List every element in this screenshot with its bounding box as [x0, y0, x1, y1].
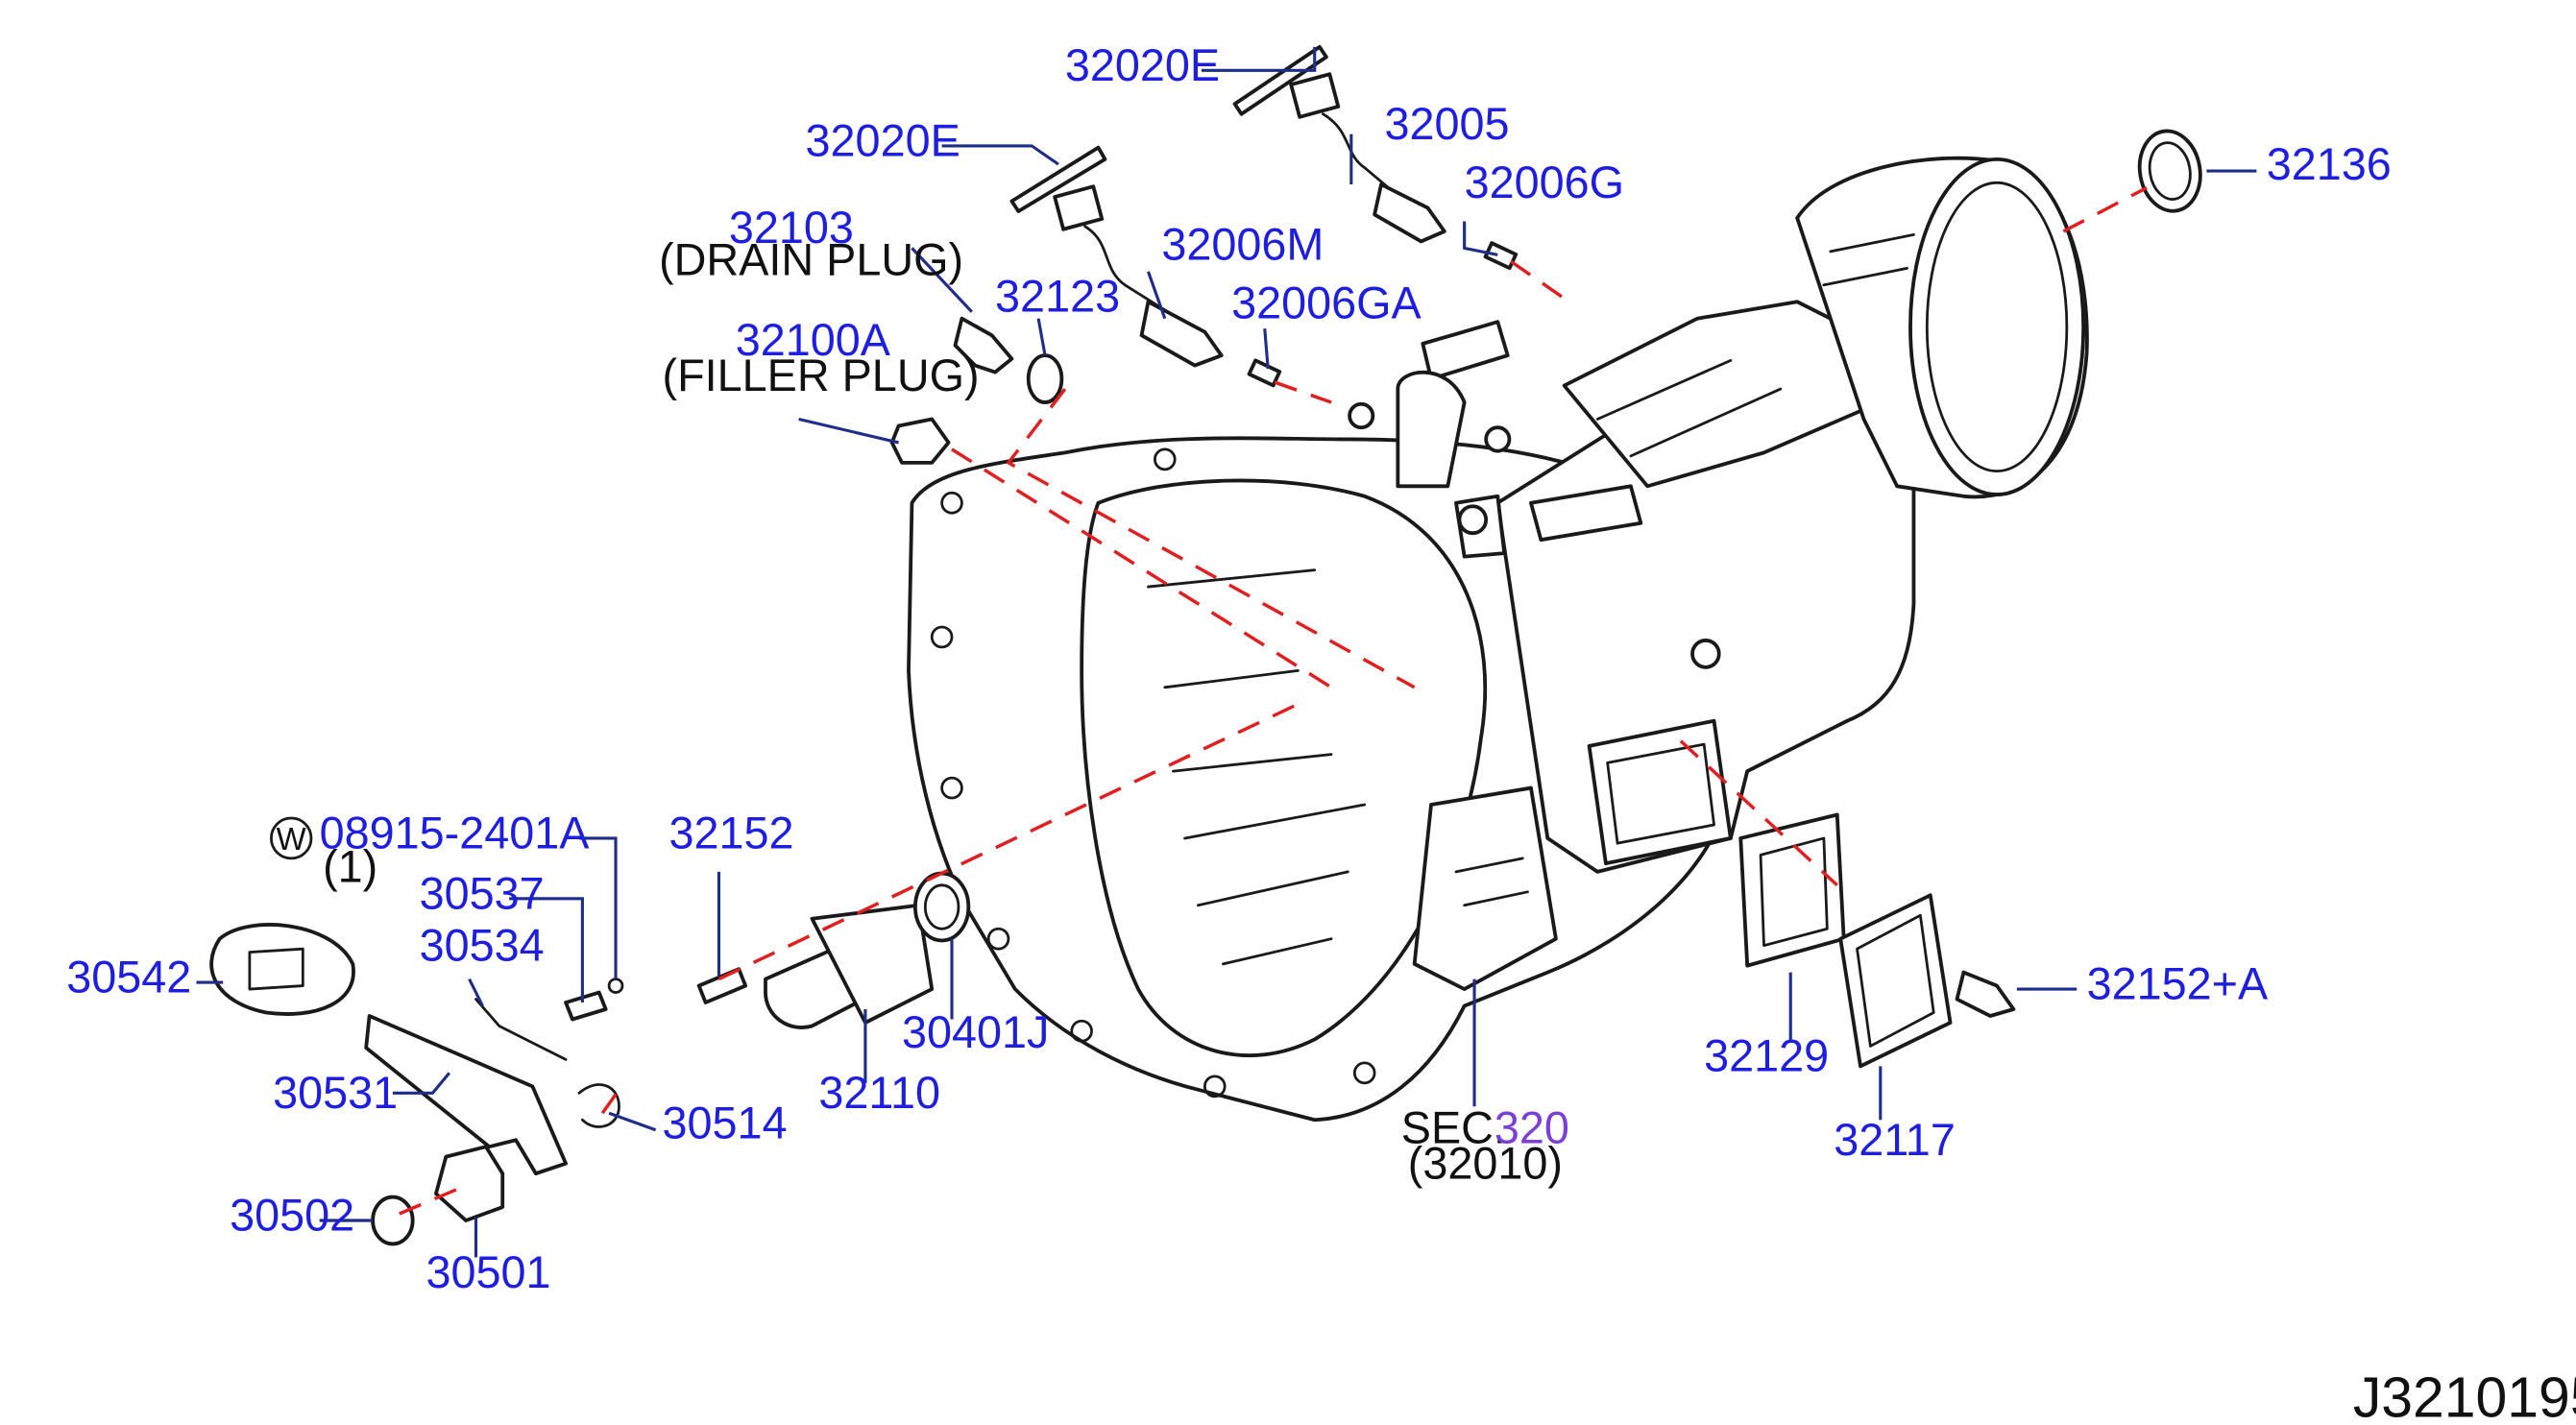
- section-link-320[interactable]: 320: [1495, 1102, 1569, 1153]
- part-labels: 32020E 32020E 32005 32006G 32136 32103 (…: [66, 39, 2576, 1425]
- section-ref: (32010): [1408, 1137, 1563, 1188]
- part-label-32110[interactable]: 32110: [818, 1067, 940, 1118]
- part-label-32020e-top[interactable]: 32020E: [1065, 39, 1220, 90]
- part-label-32123[interactable]: 32123: [995, 271, 1120, 322]
- part-label-32006g[interactable]: 32006G: [1465, 157, 1624, 207]
- part-label-32005[interactable]: 32005: [1384, 98, 1509, 149]
- part-label-32117[interactable]: 32117: [1834, 1114, 1956, 1165]
- part-label-30537[interactable]: 30537: [420, 867, 545, 918]
- part-label-30514[interactable]: 30514: [663, 1097, 788, 1147]
- part-label-32100a[interactable]: 32100A: [736, 314, 891, 365]
- transmission-case-drawing: [907, 156, 2089, 1123]
- part-label-30531[interactable]: 30531: [273, 1067, 398, 1118]
- part-label-32006m[interactable]: 32006M: [1161, 218, 1324, 269]
- part-label-30502[interactable]: 30502: [230, 1189, 354, 1240]
- part-label-30401j[interactable]: 30401J: [902, 1006, 1049, 1057]
- part-label-30542[interactable]: 30542: [66, 951, 191, 1002]
- w-symbol: W: [270, 816, 313, 860]
- part-label-32129[interactable]: 32129: [1704, 1029, 1829, 1080]
- part-label-30534[interactable]: 30534: [420, 919, 545, 970]
- part-label-32006ga[interactable]: 32006GA: [1231, 278, 1422, 328]
- part-label-32020e-middle[interactable]: 32020E: [806, 114, 960, 165]
- part-label-32103[interactable]: 32103: [729, 202, 854, 253]
- section-prefix: SEC.: [1401, 1102, 1506, 1153]
- part-label-32136[interactable]: 32136: [2267, 138, 2392, 189]
- diagram-code: J3210195: [2353, 1365, 2576, 1425]
- part-label-32152-a[interactable]: 32152+A: [2087, 957, 2269, 1008]
- phantom-lines: [399, 185, 2148, 1216]
- part-note-filler-plug: (FILLER PLUG): [663, 350, 980, 400]
- leader-lines: [196, 46, 2257, 1258]
- small-parts-drawing: [209, 44, 2202, 1246]
- part-label-08915-2401a[interactable]: 08915-2401A: [320, 807, 590, 857]
- part-note-drain-plug: (DRAIN PLUG): [659, 233, 963, 284]
- part-qty-08915: (1): [323, 840, 377, 891]
- part-label-32152[interactable]: 32152: [668, 807, 793, 857]
- part-label-30501[interactable]: 30501: [426, 1246, 551, 1297]
- w-symbol-letter: W: [277, 822, 307, 857]
